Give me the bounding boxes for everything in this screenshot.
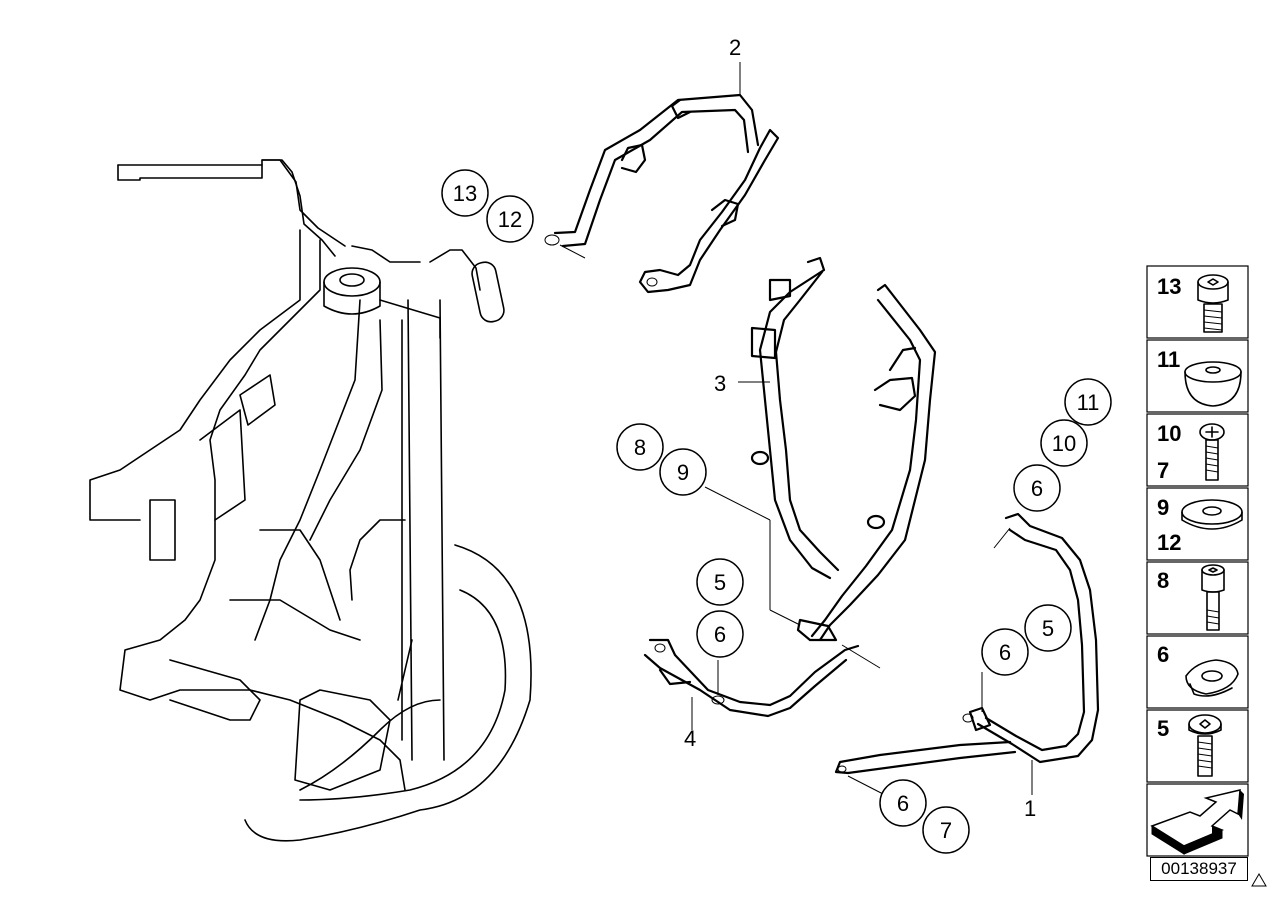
hardware-legend: 13 11 10 7: [1146, 265, 1249, 857]
svg-text:8: 8: [1157, 568, 1169, 593]
svg-text:6: 6: [999, 640, 1011, 665]
diagram-id-label: 00138937: [1150, 857, 1248, 881]
callout-3: 3: [714, 371, 726, 396]
motorcycle-outline: [89, 159, 532, 842]
svg-text:4: 4: [684, 726, 696, 751]
part-2-upper-bracket[interactable]: [544, 62, 780, 294]
part-1-side-guard[interactable]: [834, 512, 1100, 796]
svg-text:2: 2: [729, 35, 741, 60]
callout-6: 6: [696, 610, 744, 658]
part-4-lower-bracket[interactable]: [643, 638, 860, 730]
svg-text:11: 11: [1157, 347, 1180, 372]
svg-text:6: 6: [1031, 476, 1043, 501]
svg-text:3: 3: [714, 371, 726, 396]
part-3-frame-bracket[interactable]: [704, 256, 937, 669]
svg-text:6: 6: [714, 622, 726, 647]
spring-clip-icon: [1185, 659, 1239, 697]
callout-6: 6: [1013, 464, 1061, 512]
svg-text:8: 8: [634, 435, 646, 460]
phillips-screw-icon: [1199, 423, 1225, 481]
callout-7: 7: [922, 806, 970, 854]
svg-text:6: 6: [897, 791, 909, 816]
cap-screw-icon: [1197, 274, 1229, 333]
callout-1: 1: [1024, 796, 1036, 821]
legend-row-5: 5: [1146, 709, 1249, 783]
callout-11: 11: [1064, 378, 1112, 426]
long-cap-screw-icon: [1201, 564, 1225, 631]
svg-text:10: 10: [1052, 431, 1076, 456]
callout-6: 6: [879, 779, 927, 827]
svg-text:13: 13: [453, 181, 477, 206]
svg-text:12: 12: [498, 207, 522, 232]
svg-text:7: 7: [1157, 458, 1169, 483]
svg-text:5: 5: [714, 570, 726, 595]
legend-row-8: 8: [1146, 561, 1249, 635]
callout-5: 5: [1024, 604, 1072, 652]
svg-text:5: 5: [1042, 616, 1054, 641]
svg-text:9: 9: [677, 460, 689, 485]
svg-text:9: 9: [1157, 495, 1169, 520]
torx-screw-icon: [1188, 714, 1222, 777]
legend-row-10-7: 10 7: [1146, 413, 1249, 487]
legend-row-6: 6: [1146, 635, 1249, 709]
svg-text:11: 11: [1077, 390, 1100, 415]
svg-text:7: 7: [940, 818, 952, 843]
callout-12: 12: [486, 195, 534, 243]
callout-13: 13: [441, 169, 489, 217]
front-direction-arrow-icon: [1150, 789, 1244, 855]
rubber-mount-icon: [1184, 361, 1242, 407]
callout-8: 8: [616, 423, 664, 471]
legend-row-9-12: 9 12: [1146, 487, 1249, 561]
legend-row-arrow: [1146, 783, 1249, 857]
callout-9: 9: [659, 448, 707, 496]
corner-triangle-icon: [1251, 873, 1267, 887]
svg-text:6: 6: [1157, 642, 1169, 667]
washer-icon: [1181, 499, 1243, 530]
callout-2: 2: [729, 35, 741, 60]
legend-row-13: 13: [1146, 265, 1249, 339]
svg-text:5: 5: [1157, 716, 1169, 741]
svg-text:1: 1: [1024, 796, 1036, 821]
svg-text:10: 10: [1157, 421, 1181, 446]
callout-5: 5: [696, 558, 744, 606]
callout-4: 4: [684, 726, 696, 751]
callout-6: 6: [981, 628, 1029, 676]
legend-row-11: 11: [1146, 339, 1249, 413]
svg-text:12: 12: [1157, 530, 1181, 555]
callout-10: 10: [1040, 419, 1088, 467]
svg-text:13: 13: [1157, 274, 1181, 299]
